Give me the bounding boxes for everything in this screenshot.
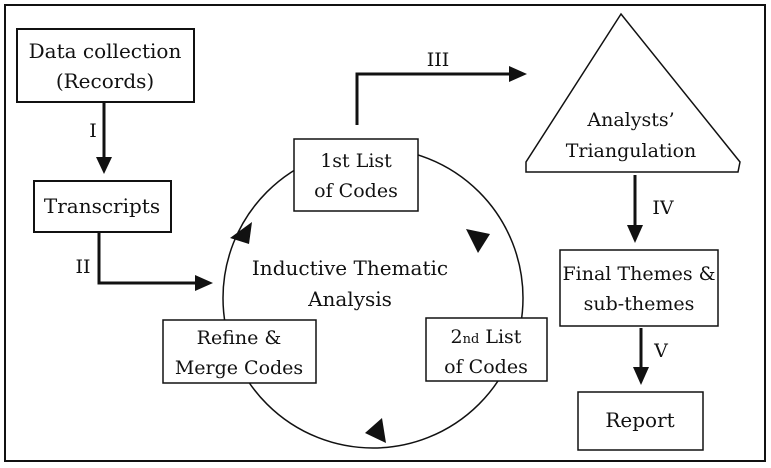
final-themes-line1: Final Themes & (562, 263, 715, 285)
step-label-2: II (75, 256, 90, 278)
step-label-5: V (653, 340, 668, 362)
arrow-step-3 (355, 66, 527, 125)
final-themes-line2: sub-themes (584, 293, 695, 315)
node-final-themes: Final Themes & sub-themes (559, 249, 719, 327)
refine-line2: Merge Codes (175, 357, 303, 379)
step-label-1: I (89, 120, 97, 142)
second-list-line1: 2nd List (451, 326, 522, 348)
triangulation-line1: Analysts’ (586, 109, 674, 131)
report-line1: Report (605, 408, 674, 432)
arrow-step-5 (633, 328, 649, 385)
cycle-arrowhead-left (230, 222, 252, 244)
node-refine-merge: Refine & Merge Codes (162, 319, 317, 384)
data-collection-line2: (Records) (56, 69, 154, 93)
cycle-arrowhead-right (466, 229, 490, 253)
refine-line1: Refine & (197, 327, 282, 349)
center-line2: Analysis (307, 287, 392, 311)
triangulation-line2: Triangulation (566, 140, 697, 162)
center-label: Inductive Thematic Analysis (252, 256, 448, 311)
node-second-list: 2nd List of Codes (425, 317, 548, 382)
node-transcripts: Transcripts (33, 180, 172, 233)
data-collection-line1: Data collection (29, 39, 182, 63)
arrow-step-2 (97, 233, 213, 291)
cycle-arrowhead-bottom (365, 418, 386, 443)
first-list-line2: of Codes (314, 180, 398, 202)
arrow-step-1 (96, 102, 112, 174)
first-list-line1: 1st List (320, 150, 392, 172)
center-line1: Inductive Thematic (252, 256, 448, 280)
transcripts-line1: Transcripts (44, 194, 160, 218)
second-list-line2: of Codes (444, 356, 528, 378)
step-label-3: III (427, 49, 450, 71)
arrow-step-4 (627, 175, 643, 243)
step-label-4: IV (652, 197, 674, 219)
node-triangulation: Analysts’ Triangulation (525, 12, 741, 173)
node-first-list: 1st List of Codes (293, 138, 419, 212)
node-report: Report (577, 391, 704, 451)
node-data-collection: Data collection (Records) (16, 28, 195, 103)
